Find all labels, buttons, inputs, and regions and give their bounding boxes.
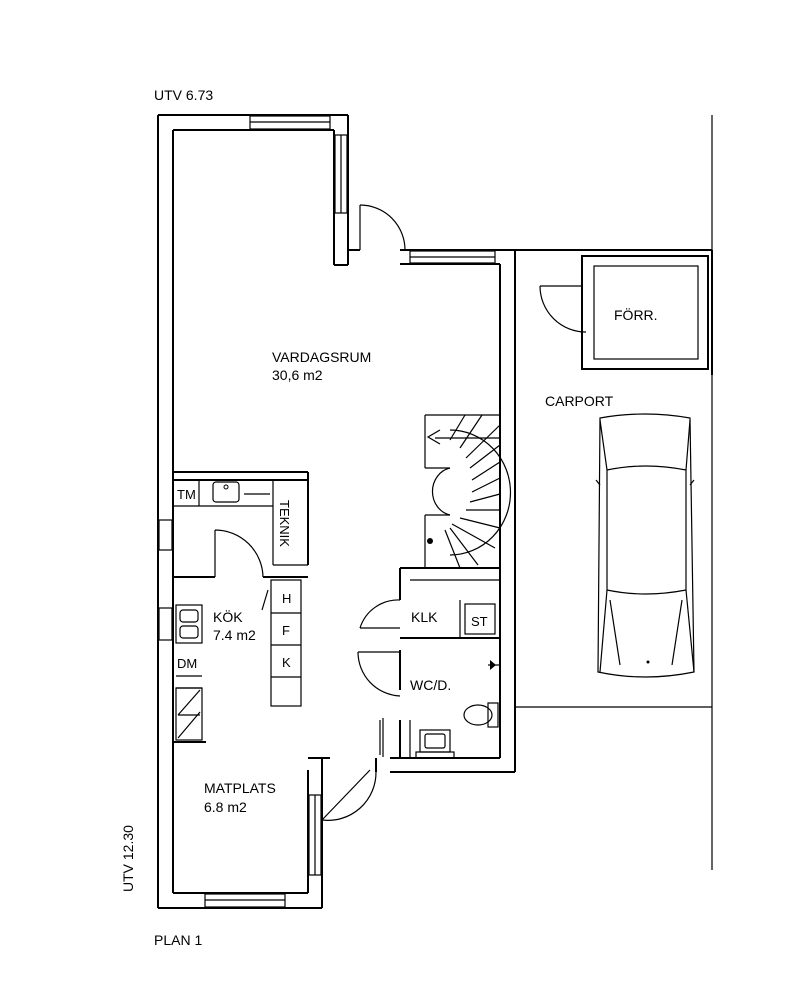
labels: UTV 6.73 UTV 12.30 PLAN 1 VARDAGSRUM 30,…	[120, 87, 658, 948]
room-carport-name: CARPORT	[545, 393, 614, 409]
fixture-dm: DM	[177, 656, 197, 671]
fixture-st: ST	[471, 614, 488, 629]
bathroom-walls	[321, 567, 500, 821]
dimension-side: UTV 12.30	[120, 825, 136, 892]
plan-title: PLAN 1	[154, 932, 202, 948]
kitchen-walls	[173, 471, 309, 578]
room-matplats-name: MATPLATS	[204, 780, 276, 796]
fixture-tm: TM	[177, 487, 196, 502]
fixture-f: F	[282, 623, 290, 638]
car-icon	[595, 413, 695, 678]
room-wc-name: WC/D.	[410, 677, 451, 693]
fixture-teknik: TEKNIK	[277, 500, 292, 547]
room-forr-name: FÖRR.	[614, 306, 658, 323]
fixture-k: K	[282, 655, 291, 670]
room-kok-name: KÖK	[213, 608, 243, 625]
room-vardagsrum-area: 30,6 m2	[272, 367, 323, 383]
room-klk-name: KLK	[411, 609, 438, 625]
windows	[158, 115, 496, 908]
carport	[515, 115, 713, 870]
fixture-h: H	[282, 591, 291, 606]
kitchen-fittings	[173, 579, 302, 743]
room-vardagsrum-name: VARDAGSRUM	[272, 349, 371, 365]
dimension-top: UTV 6.73	[154, 87, 213, 103]
staircase	[424, 414, 512, 569]
room-kok-area: 7.4 m2	[213, 627, 256, 643]
room-matplats-area: 6.8 m2	[204, 799, 247, 815]
entrance-door	[359, 204, 406, 251]
